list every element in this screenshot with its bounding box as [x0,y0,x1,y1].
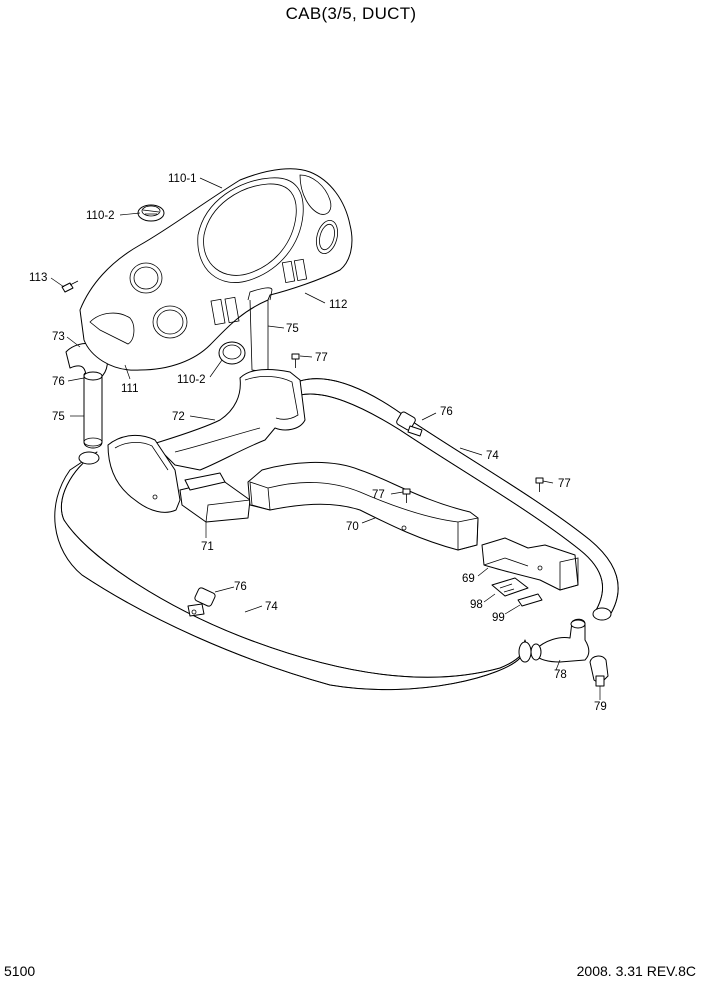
callout-76-right: 76 [440,406,453,418]
part-98 [491,577,529,597]
knob-110-2-top [137,204,165,222]
callout-77-c: 77 [558,478,571,490]
callout-74-right: 74 [486,450,499,462]
clamp-76-right [396,411,423,437]
callout-77-b: 77 [372,489,385,501]
bolt-77-c [535,477,544,492]
callout-110-1: 110-1 [168,173,197,185]
callout-77-a: 77 [315,352,328,364]
callout-78: 78 [554,669,567,681]
bolt-77-b [402,488,411,503]
callout-111: 111 [121,383,138,395]
callout-73: 73 [52,331,65,343]
duct-71 [107,434,251,523]
callout-labels: 110-1 110-2 113 112 73 76 111 110-2 75 7… [29,173,607,713]
callout-69: 69 [462,573,475,585]
duct-72 [149,369,306,471]
bolt-77-a [291,353,300,368]
callout-110-2-top: 110-2 [86,210,115,222]
callout-70: 70 [346,521,359,533]
clamp-79 [589,655,609,687]
callout-72: 72 [172,411,185,423]
dashboard-110-1 [79,168,353,373]
tee-78 [530,618,590,663]
callout-99: 99 [492,612,505,624]
callout-79: 79 [594,701,607,713]
callout-113: 113 [29,272,47,284]
clamp-76-left [187,587,216,617]
hose-75-left [83,370,103,449]
callout-112: 112 [329,299,347,311]
callout-110-2-bottom: 110-2 [177,374,206,386]
hose-74 [54,378,619,691]
callout-98: 98 [470,599,483,611]
duct-70 [247,461,479,551]
callout-71: 71 [201,541,214,553]
page-number: 5100 [4,963,36,979]
knob-110-2-bottom [218,341,246,365]
callout-76-bottom: 76 [234,581,247,593]
duct-69 [481,537,579,591]
leader-lines [50,177,601,700]
callout-75-left: 75 [52,411,65,423]
screw-113 [61,280,79,293]
callout-74-bottom: 74 [265,601,278,613]
page-title: CAB(3/5, DUCT) [285,4,417,23]
callout-75-right: 75 [286,323,299,335]
callout-76-left: 76 [52,376,65,388]
date-revision: 2008. 3.31 REV.8C [576,963,696,979]
part-99 [517,593,543,607]
